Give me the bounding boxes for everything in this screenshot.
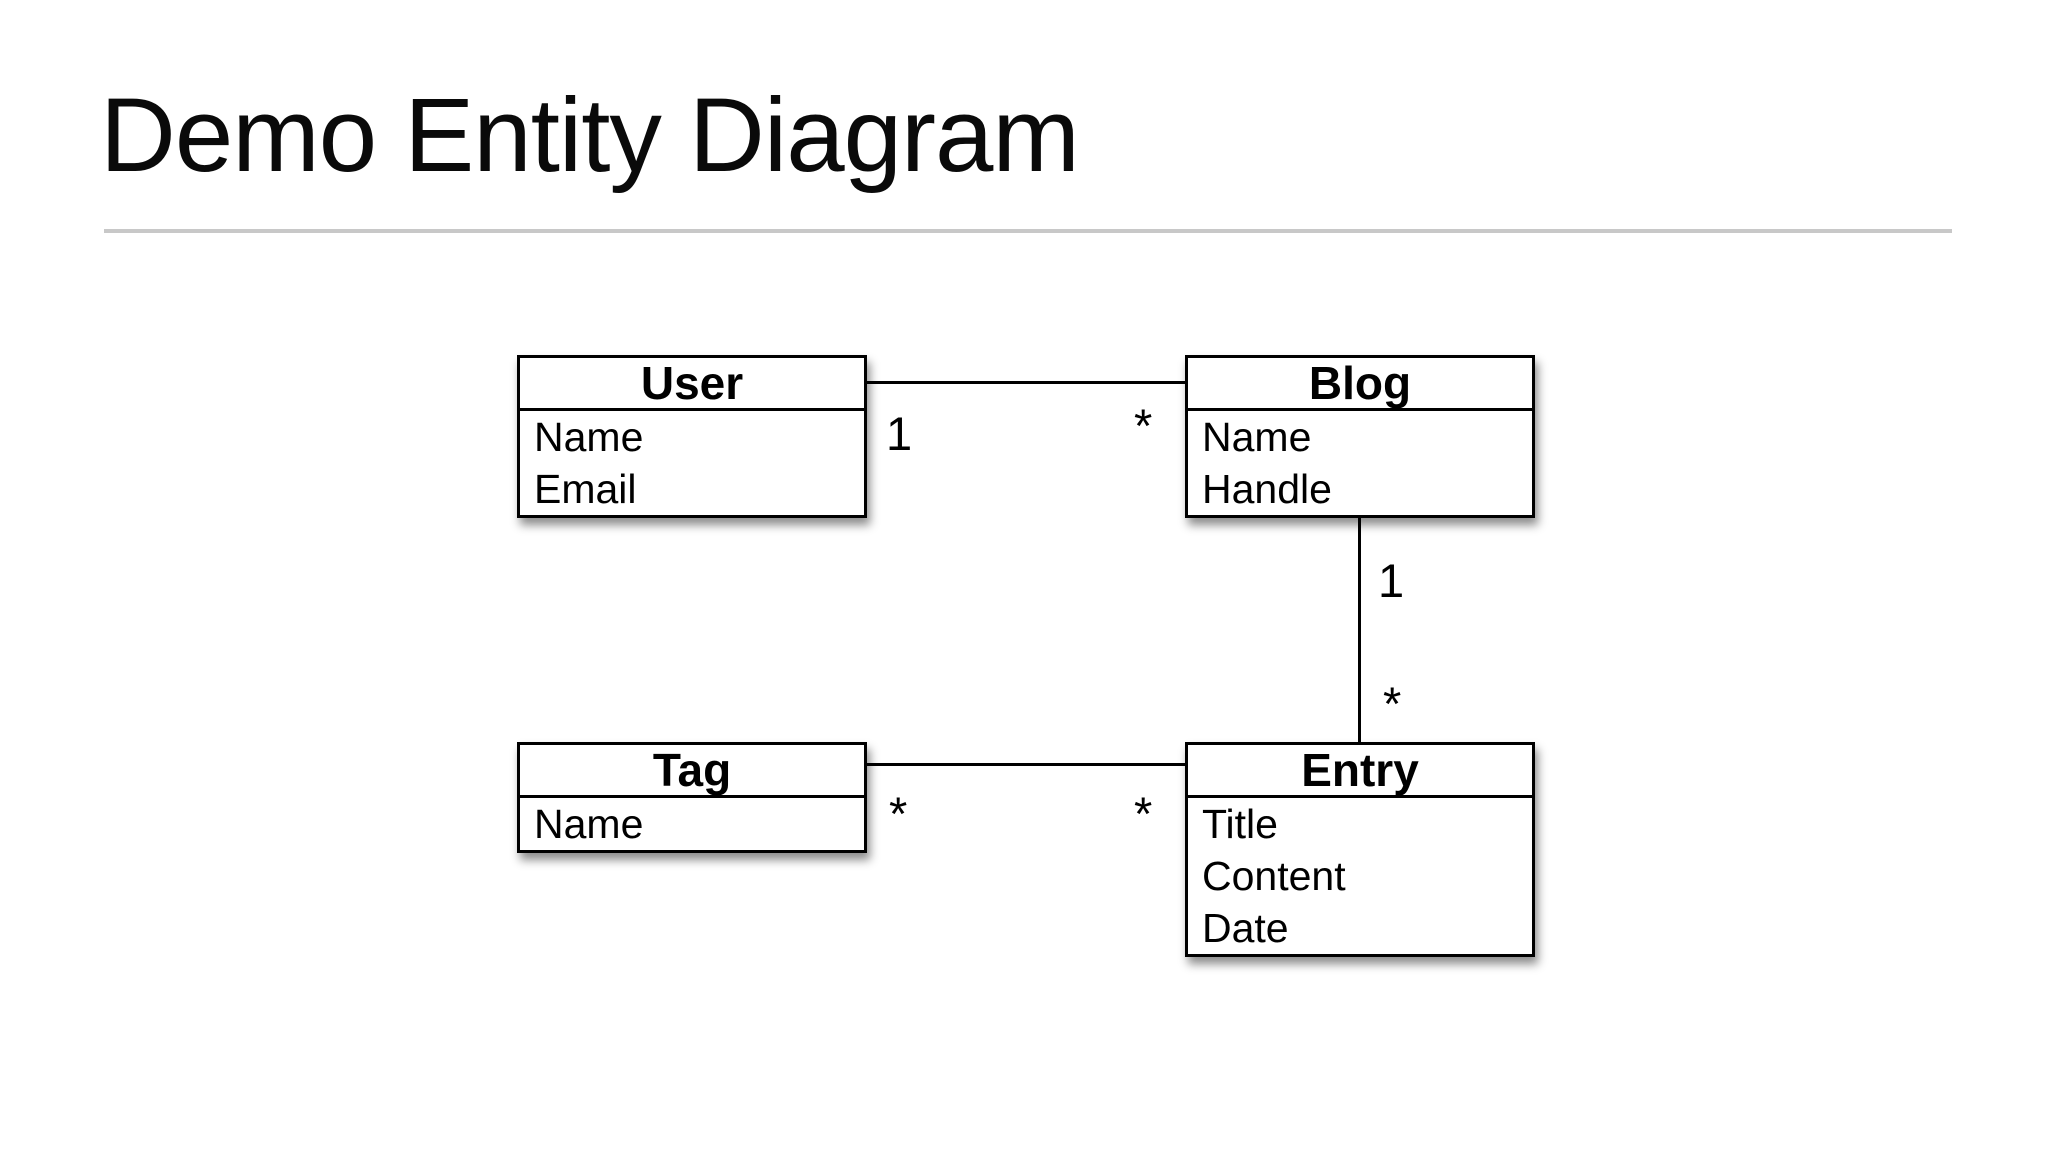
page-title: Demo Entity Diagram — [100, 77, 1080, 194]
cardinality-entry-side-many-blog: * — [1383, 677, 1402, 730]
entity-tag-title: Tag — [520, 745, 864, 798]
cardinality-tag-side-many: * — [889, 787, 908, 840]
title-divider — [104, 229, 1952, 233]
entity-blog-attr-handle: Handle — [1202, 465, 1332, 512]
entity-entry-attr-title: Title — [1202, 800, 1278, 847]
cardinality-blog-side-many: * — [1134, 399, 1153, 452]
entity-user-title: User — [520, 358, 864, 411]
entity-entry-title: Entry — [1188, 745, 1532, 798]
connector-blog-entry — [1358, 517, 1361, 742]
entity-tag-attributes: Name — [520, 798, 864, 850]
entity-blog-attributes: Name Handle — [1188, 411, 1532, 515]
cardinality-blog-side-one: 1 — [1378, 554, 1405, 607]
entity-box-entry: Entry Title Content Date — [1185, 742, 1535, 957]
entity-entry-attributes: Title Content Date — [1188, 798, 1532, 954]
entity-entry-attr-content: Content — [1202, 852, 1346, 899]
connector-tag-entry — [867, 763, 1185, 766]
entity-user-attr-name: Name — [534, 413, 644, 460]
entity-user-attr-email: Email — [534, 465, 637, 512]
cardinality-entry-side-many-tag: * — [1134, 787, 1153, 840]
entity-entry-attr-date: Date — [1202, 904, 1289, 951]
entity-box-tag: Tag Name — [517, 742, 867, 853]
entity-box-user: User Name Email — [517, 355, 867, 518]
cardinality-user-side: 1 — [886, 407, 913, 460]
entity-user-attributes: Name Email — [520, 411, 864, 515]
entity-tag-attr-name: Name — [534, 800, 644, 847]
entity-blog-attr-name: Name — [1202, 413, 1312, 460]
entity-blog-title: Blog — [1188, 358, 1532, 411]
entity-box-blog: Blog Name Handle — [1185, 355, 1535, 518]
connector-user-blog — [867, 381, 1185, 384]
